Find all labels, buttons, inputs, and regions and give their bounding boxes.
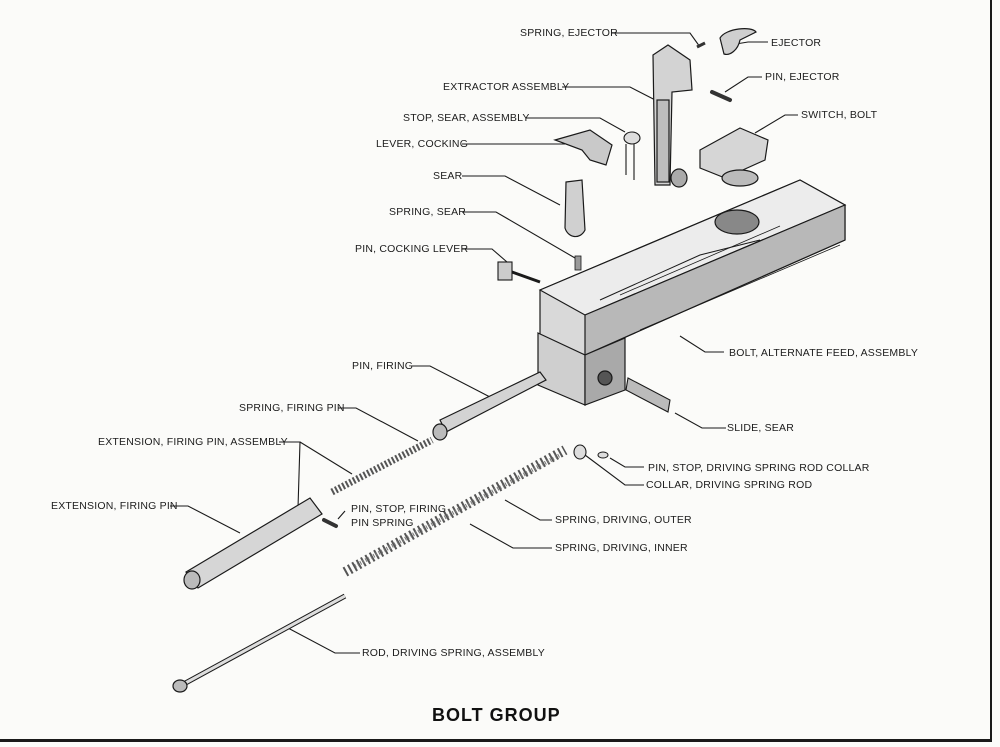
- label-lever-cocking: LEVER, COCKING: [376, 138, 469, 150]
- label-extractor-assembly: EXTRACTOR ASSEMBLY: [443, 81, 570, 93]
- label-ejector: EJECTOR: [771, 37, 822, 49]
- label-pin-stop-firing-pin-spring-2: PIN SPRING: [351, 517, 414, 529]
- leader-pin-firing: [412, 365, 491, 398]
- leader-spring-sear: [462, 211, 576, 259]
- label-extension-firing-pin-assembly: EXTENSION, FIRING PIN, ASSEMBLY: [98, 436, 288, 448]
- label-pin-firing: PIN, FIRING: [352, 360, 414, 372]
- label-pin-stop-driving-spring-rod-collar: PIN, STOP, DRIVING SPRING ROD COLLAR: [648, 462, 870, 474]
- leader-spring-driving-outer: [504, 499, 552, 521]
- label-slide-sear: SLIDE, SEAR: [727, 422, 794, 434]
- leader-ext-fp-assy-2: [299, 441, 353, 475]
- leader-spring-driving-inner: [469, 523, 552, 549]
- slide-sear-part: [625, 377, 671, 413]
- leader-bolt: [679, 335, 724, 353]
- leader-collar-dsrc: [584, 454, 644, 486]
- label-stop-sear-assembly: STOP, SEAR, ASSEMBLY: [403, 112, 530, 124]
- label-rod-driving-spring-assembly: ROD, DRIVING SPRING, ASSEMBLY: [362, 647, 545, 659]
- label-extension-firing-pin: EXTENSION, FIRING PIN: [51, 500, 178, 512]
- leader-sear: [462, 175, 561, 206]
- frame-border-bottom: [0, 739, 992, 742]
- leader-pin-cocking-lever: [462, 248, 508, 263]
- leader-stop-sear: [526, 117, 626, 133]
- label-pin-stop-firing-pin-spring-1: PIN, STOP, FIRING: [351, 503, 447, 515]
- leader-pin-stop-fps: [337, 510, 346, 520]
- leader-ext-fp-assy: [279, 441, 301, 509]
- ejector: [719, 28, 757, 55]
- label-spring-driving-inner: SPRING, DRIVING, INNER: [555, 542, 688, 554]
- leader-spring-firing-pin: [338, 407, 419, 442]
- leader-spring-ejector: [612, 32, 701, 48]
- leader-ext-firing-pin: [170, 505, 241, 534]
- pin-stop-dsrc-part: [597, 451, 609, 459]
- bolt-body: [537, 179, 847, 406]
- label-spring-ejector: SPRING, EJECTOR: [520, 27, 618, 39]
- label-switch-bolt: SWITCH, BOLT: [801, 109, 878, 121]
- extractor: [652, 44, 693, 188]
- leader-pin-stop-dsrc: [609, 457, 644, 468]
- label-collar-driving-spring-rod: COLLAR, DRIVING SPRING ROD: [646, 479, 813, 491]
- label-spring-driving-outer: SPRING, DRIVING, OUTER: [555, 514, 692, 526]
- diagram-title: BOLT GROUP: [432, 705, 561, 725]
- firing-pin-part: [432, 371, 547, 441]
- stop-sear: [623, 131, 641, 180]
- extension-firing-pin-part: [183, 497, 323, 590]
- label-sear: SEAR: [433, 170, 463, 182]
- pin-cocking-lever-part: [497, 261, 541, 284]
- spring-sear-part: [574, 255, 582, 271]
- switch-bolt: [699, 127, 769, 187]
- sear-part: [564, 179, 586, 238]
- label-spring-firing-pin: SPRING, FIRING PIN: [239, 402, 345, 414]
- label-pin-cocking-lever: PIN, COCKING LEVER: [355, 243, 469, 255]
- lever-cocking: [553, 129, 613, 166]
- frame-border-right: [990, 0, 992, 741]
- leader-ejector: [735, 41, 768, 45]
- label-pin-ejector: PIN, EJECTOR: [765, 71, 840, 83]
- pin-ejector-part: [710, 90, 732, 102]
- leader-rod-driving-spring: [287, 627, 360, 654]
- leader-pin-ejector: [724, 76, 762, 93]
- pin-stop-fps-part: [322, 518, 338, 528]
- spring-firing-pin-part: [330, 436, 434, 496]
- collar-part: [573, 444, 587, 460]
- label-bolt-alternate-feed-assembly: BOLT, ALTERNATE FEED, ASSEMBLY: [729, 347, 919, 359]
- leader-switch-bolt: [754, 114, 798, 134]
- label-spring-sear: SPRING, SEAR: [389, 206, 467, 218]
- leader-slide-sear: [674, 412, 726, 429]
- spring-ejector-part: [696, 41, 706, 49]
- rod-driving-spring-part: [172, 593, 347, 693]
- leader-extractor: [562, 86, 666, 106]
